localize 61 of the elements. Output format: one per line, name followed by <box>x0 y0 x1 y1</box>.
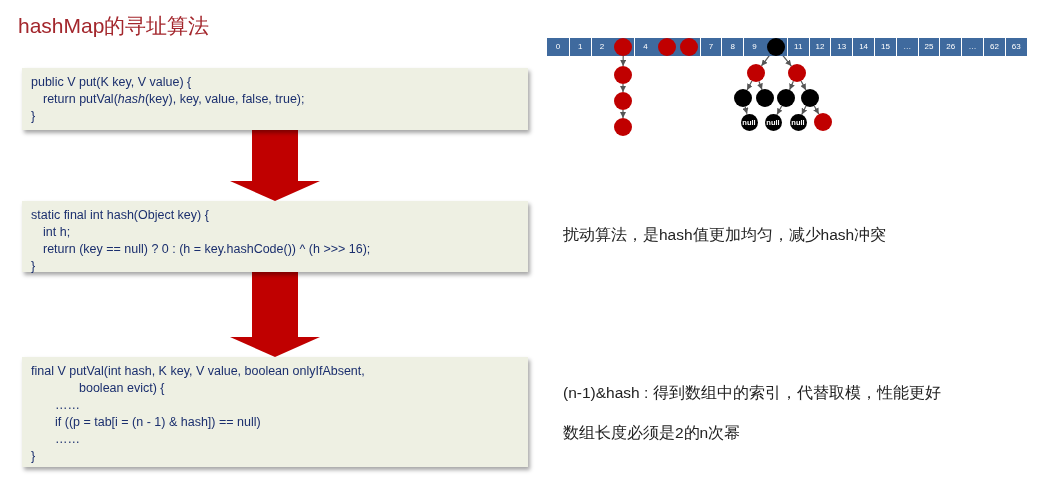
array-cell: … <box>895 38 918 56</box>
array-cell: 1 <box>568 38 591 56</box>
tree-node-circle <box>814 113 832 131</box>
arrow <box>620 83 626 93</box>
arrow <box>776 105 783 116</box>
array-cell: 2 <box>590 38 613 56</box>
note-text: (n-1)&hash : 得到数组中的索引，代替取模，性能更好 <box>563 383 941 403</box>
arrow <box>789 80 795 91</box>
tree-node-circle <box>788 64 806 82</box>
array-cell: 62 <box>983 38 1005 56</box>
array-cell: 26 <box>939 38 962 56</box>
arrow <box>230 130 320 201</box>
array-cell: … <box>961 38 983 56</box>
code-line: final V putVal(int hash, K key, V value, boolean onlyIfAbsent, <box>31 363 365 380</box>
tree-node-circle <box>777 89 795 107</box>
note-text: 扰动算法，是hash值更加均匀，减少hash冲突 <box>563 225 887 245</box>
arrow <box>230 272 320 357</box>
tree-node-circle <box>614 92 632 110</box>
array-cell: 0 <box>547 38 569 56</box>
arrow <box>746 80 753 91</box>
tree-node-circle <box>747 64 765 82</box>
code-line: …… <box>55 431 80 448</box>
array-cell: 14 <box>852 38 874 56</box>
title: hashMap的寻址算法 <box>18 13 210 39</box>
code-box <box>22 201 528 272</box>
array-cell: 25 <box>917 38 940 56</box>
array-cell: 9 <box>743 38 765 56</box>
tree-node-circle <box>801 89 819 107</box>
code-line: int h; <box>43 224 71 241</box>
code-box <box>22 68 528 130</box>
array-cell: 7 <box>699 38 722 56</box>
tree-node-circle <box>614 66 632 84</box>
code-line: return putVal(hash(key), key, value, false, true); <box>43 91 305 108</box>
array-cell: 8 <box>721 38 744 56</box>
arrow <box>800 80 807 91</box>
note-text: 数组长度必须是2的n次幂 <box>563 423 741 443</box>
array-cell: 63 <box>1004 38 1027 56</box>
code-line: static final int hash(Object key) { <box>31 207 209 224</box>
array-cell: 15 <box>874 38 896 56</box>
arrow <box>757 80 763 91</box>
arrow <box>620 55 627 67</box>
array-cell: 11 <box>786 38 809 56</box>
code-line: } <box>31 258 36 275</box>
code-line: } <box>31 108 36 125</box>
array-cell: 4 <box>634 38 656 56</box>
code-line: if ((p = tab[i = (n - 1) & hash]) == null) <box>55 414 261 431</box>
code-line: …… <box>55 397 80 414</box>
arrow <box>801 105 808 115</box>
tree-node-circle <box>756 89 774 107</box>
array-cell: 13 <box>830 38 853 56</box>
arrow <box>620 109 626 119</box>
code-line: return (key == null) ? 0 : (h = key.hashCode()) ^ (h >>> 16); <box>43 241 371 258</box>
tree-node-circle <box>614 118 632 136</box>
arrow <box>742 106 749 115</box>
arrow <box>813 105 820 115</box>
code-line: } <box>31 448 36 465</box>
array-cell: 12 <box>808 38 831 56</box>
code-line: boolean evict) { <box>79 380 165 397</box>
code-line: public V put(K key, V value) { <box>31 74 192 91</box>
code-box <box>22 357 528 467</box>
tree-node-circle <box>734 89 752 107</box>
